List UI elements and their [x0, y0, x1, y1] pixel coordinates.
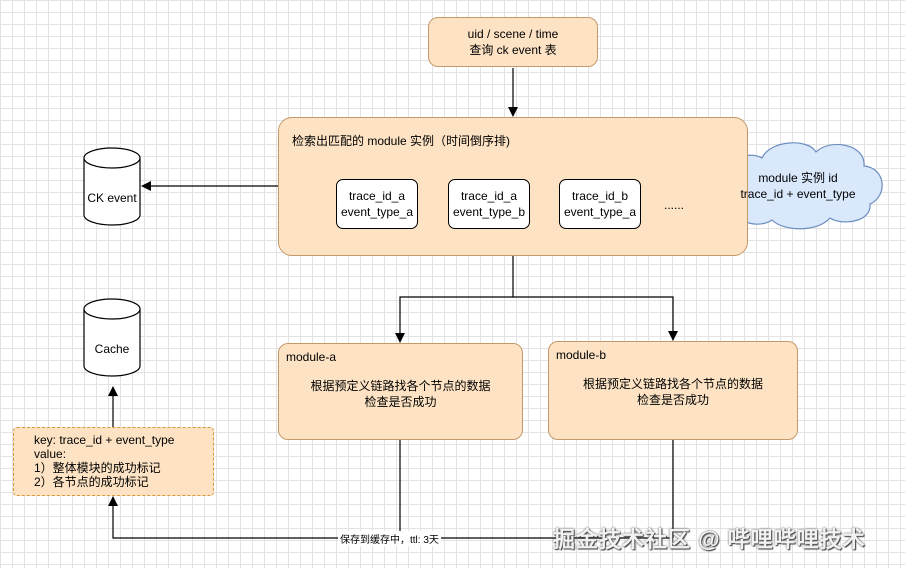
module-a-title: module-a — [286, 350, 337, 364]
ck-event-label: CK event — [87, 191, 137, 205]
arrow-match-to-module-b — [513, 296, 678, 341]
instance-2-event: event_type_b — [452, 205, 526, 219]
match-title: 检索出匹配的 module 实例（时间倒序排) — [292, 134, 511, 148]
module-b-box: module-b 根据预定义链路找各个节点的数据 检查是否成功 — [548, 341, 798, 440]
kv-item-2: 2）各节点的成功标记 — [34, 475, 149, 489]
kv-value: value: — [34, 447, 67, 461]
watermark: 掘金技术社区 @ 哔哩哔哩技术 — [553, 527, 866, 552]
module-a-desc1: 根据预定义链路找各个节点的数据 — [310, 379, 491, 393]
module-b-title: module-b — [556, 348, 607, 362]
cache-label: Cache — [94, 342, 130, 356]
module-a-desc2: 检查是否成功 — [364, 395, 437, 409]
query-line1: uid / scene / time — [467, 27, 559, 41]
match-instances-box: 检索出匹配的 module 实例（时间倒序排) trace_id_a event… — [278, 117, 748, 256]
cloud-line2: trace_id + event_type — [740, 187, 856, 201]
cache-cylinder — [83, 298, 141, 377]
instance-3-trace: trace_id_b — [571, 189, 629, 203]
instance-ellipsis: ...... — [664, 198, 685, 212]
instance-card-2: trace_id_a event_type_b — [448, 179, 530, 229]
instance-card-1: trace_id_a event_type_a — [336, 179, 418, 229]
cloud-line1: module 实例 id — [758, 171, 838, 185]
instance-1-event: event_type_a — [340, 205, 414, 219]
module-b-desc2: 检查是否成功 — [636, 393, 709, 407]
instance-1-trace: trace_id_a — [348, 189, 406, 203]
instance-3-event: event_type_a — [563, 205, 637, 219]
module-b-desc1: 根据预定义链路找各个节点的数据 — [582, 377, 763, 391]
ck-event-cylinder — [83, 147, 141, 226]
cache-kv-box: key: trace_id + event_type value: 1）整体模块… — [13, 427, 214, 496]
query-line2: 查询 ck event 表 — [469, 43, 557, 57]
module-a-box: module-a 根据预定义链路找各个节点的数据 检查是否成功 — [278, 343, 523, 440]
query-box: uid / scene / time 查询 ck event 表 — [428, 17, 598, 67]
kv-item-1: 1）整体模块的成功标记 — [34, 461, 161, 475]
save-to-cache-label: 保存到缓存中，ttl: 3天 — [338, 531, 441, 546]
arrow-modules-to-cache-box — [108, 440, 401, 539]
instance-card-3: trace_id_b event_type_a — [559, 179, 641, 229]
arrow-match-to-module-a — [395, 256, 514, 343]
instance-2-trace: trace_id_a — [460, 189, 518, 203]
cloud-text: module 实例 id trace_id + event_type — [728, 168, 868, 204]
kv-key: key: trace_id + event_type — [34, 433, 175, 447]
